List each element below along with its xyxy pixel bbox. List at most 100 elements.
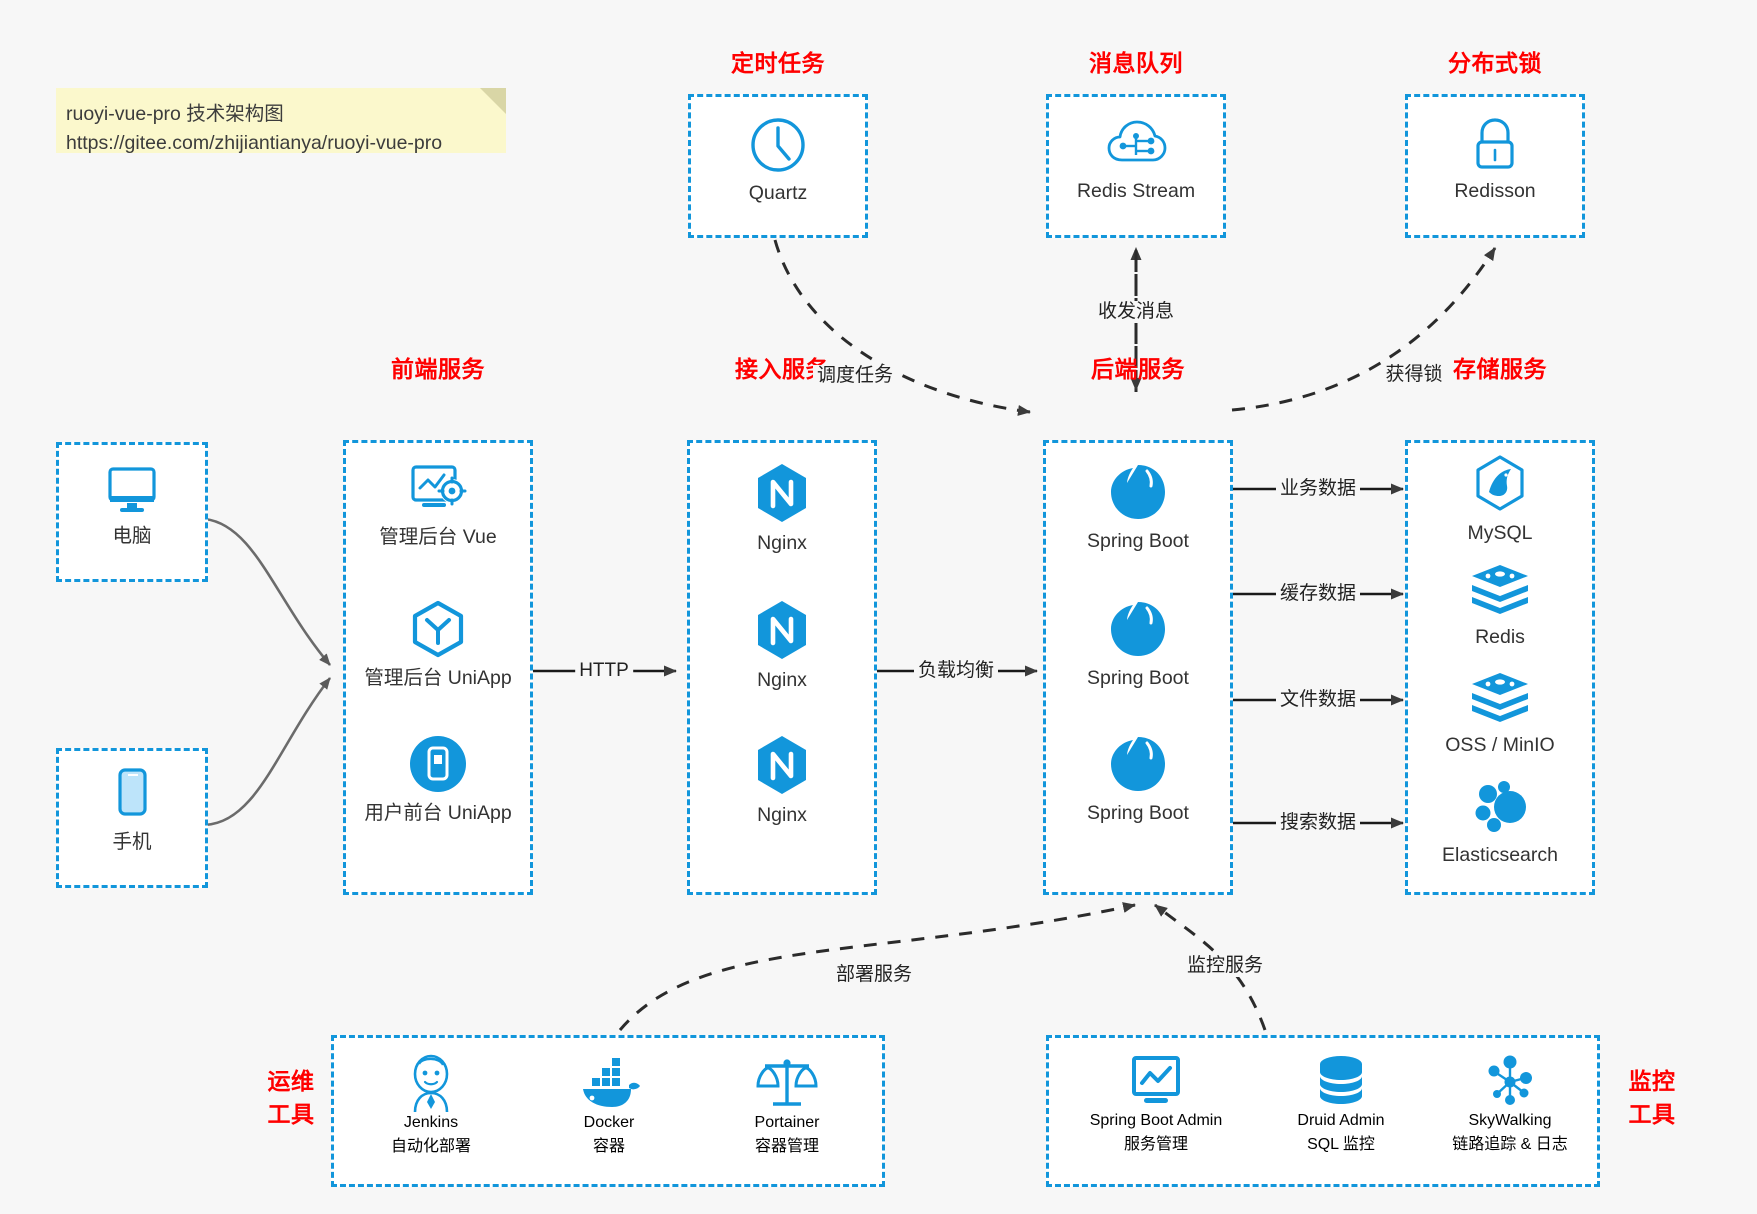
node-sublabel: 链路追踪 & 日志 (1452, 1136, 1568, 1153)
database-cylinder-icon (1320, 1056, 1362, 1104)
note-title: ruoyi-vue-pro 技术架构图 (66, 103, 284, 125)
node-nginx-3[interactable]: Nginx (690, 733, 874, 828)
node-label: 管理后台 UniApp (364, 667, 512, 689)
portainer-scales-icon (756, 1059, 818, 1106)
node-jenkins[interactable]: Jenkins 自动化部署 (356, 1052, 506, 1156)
clock-icon (751, 118, 805, 172)
note-card: ruoyi-vue-pro 技术架构图 https://gitee.com/zh… (56, 88, 506, 154)
node-nginx-1[interactable]: Nginx (690, 461, 874, 556)
group-title-gateway: 接入服务 (735, 356, 829, 382)
node-admin-uniapp[interactable]: 管理后台 UniApp (346, 598, 530, 691)
node-user-uniapp[interactable]: 用户前台 UniApp (346, 733, 530, 826)
node-label: Spring Boot (1087, 667, 1189, 689)
node-sublabel: 自动化部署 (390, 1138, 471, 1155)
node-label: 管理后台 Vue (379, 526, 497, 548)
nginx-icon (758, 464, 806, 522)
monitor-title-line2: 工具 (1628, 1101, 1676, 1127)
node-springboot-3[interactable]: Spring Boot (1046, 733, 1230, 826)
edge-label-http: HTTP (575, 660, 633, 682)
node-label: Docker (583, 1114, 635, 1131)
node-label: Redis Stream (1076, 180, 1196, 202)
elasticsearch-cluster-icon (1475, 781, 1526, 832)
node-label: 电脑 (112, 525, 152, 547)
desktop-monitor-icon (108, 467, 156, 512)
skywalking-nodes-icon (1488, 1055, 1532, 1105)
group-title-devops: 运维 工具 (255, 1065, 327, 1131)
node-elasticsearch[interactable]: Elasticsearch (1408, 779, 1592, 868)
jenkins-butler-icon (413, 1054, 449, 1113)
spring-boot-icon (1111, 465, 1165, 519)
monitor-chart-icon (1132, 1056, 1180, 1103)
group-title-frontend: 前端服务 (391, 356, 485, 382)
edge-label-deploy-service: 部署服务 (831, 964, 917, 986)
nginx-icon (758, 601, 806, 659)
node-label: MySQL (1467, 522, 1533, 544)
edge-label-file-data: 文件数据 (1275, 689, 1361, 711)
node-label: OSS / MinIO (1445, 734, 1555, 756)
padlock-icon (1476, 118, 1514, 169)
redis-stack-icon (1472, 565, 1528, 614)
node-nginx-2[interactable]: Nginx (690, 598, 874, 693)
group-box-storage: MySQL Redis OSS / MinIO (1405, 440, 1595, 895)
node-docker[interactable]: Docker 容器 (534, 1052, 684, 1156)
group-box-devops: Jenkins 自动化部署 Docker 容器 (331, 1035, 885, 1187)
group-title-scheduler: 定时任务 (731, 50, 825, 76)
node-quartz[interactable]: Quartz (691, 115, 865, 206)
docker-whale-icon (583, 1058, 640, 1107)
node-redis[interactable]: Redis (1408, 561, 1592, 650)
node-admin-vue[interactable]: 管理后台 Vue (346, 461, 530, 550)
node-label: Elasticsearch (1442, 844, 1558, 866)
group-box-gateway: Nginx Nginx Nginx (687, 440, 877, 895)
group-box-frontend: 管理后台 Vue 管理后台 UniApp 用户前台 UniApp (343, 440, 533, 895)
group-title-mq: 消息队列 (1089, 50, 1183, 76)
edge-label-monitor-service: 监控服务 (1182, 955, 1268, 977)
edge-label-send-receive-message: 收发消息 (1093, 301, 1179, 323)
note-fold-corner (480, 88, 506, 114)
node-label: Spring Boot (1087, 530, 1189, 552)
minio-stack-icon (1472, 673, 1528, 722)
note-url: https://gitee.com/zhijiantianya/ruoyi-vu… (66, 132, 443, 154)
node-redisson[interactable]: Redisson (1408, 115, 1582, 204)
nginx-icon (758, 736, 806, 794)
node-springboot-2[interactable]: Spring Boot (1046, 598, 1230, 691)
group-box-monitor: Spring Boot Admin 服务管理 Druid Admin SQL 监… (1046, 1035, 1600, 1187)
edge-label-acquire-lock: 获得锁 (1381, 364, 1447, 386)
edge-label-cache-data: 缓存数据 (1275, 583, 1361, 605)
group-box-scheduler: Quartz (688, 94, 868, 238)
node-springboot-1[interactable]: Spring Boot (1046, 461, 1230, 554)
group-box-backend: Spring Boot Spring Boot Spring Boot (1043, 440, 1233, 895)
node-label: Druid Admin (1297, 1112, 1385, 1129)
node-label: 用户前台 UniApp (364, 802, 512, 824)
node-redis-stream[interactable]: Redis Stream (1049, 115, 1223, 204)
spring-boot-icon (1111, 737, 1165, 791)
edge-label-schedule-task: 调度任务 (812, 365, 898, 387)
group-box-mq: Redis Stream (1046, 94, 1226, 238)
group-title-lock: 分布式锁 (1448, 50, 1542, 76)
mobile-app-icon (410, 736, 466, 792)
group-title-backend: 后端服务 (1091, 356, 1185, 382)
spring-boot-icon (1111, 602, 1165, 656)
node-sublabel: SQL 监控 (1307, 1136, 1375, 1153)
node-sublabel: 容器 (592, 1138, 625, 1155)
node-skywalking[interactable]: SkyWalking 链路追踪 & 日志 (1424, 1052, 1596, 1154)
node-spring-boot-admin[interactable]: Spring Boot Admin 服务管理 (1061, 1052, 1251, 1154)
node-label: Spring Boot Admin (1089, 1112, 1223, 1129)
group-title-monitor: 监控 工具 (1616, 1065, 1688, 1131)
node-label: SkyWalking (1468, 1112, 1552, 1129)
dashboard-gear-icon (411, 465, 467, 507)
edge-label-business-data: 业务数据 (1275, 478, 1361, 500)
node-portainer[interactable]: Portainer 容器管理 (712, 1052, 862, 1156)
node-client-computer[interactable]: 电脑 (56, 442, 208, 582)
mobile-phone-icon (118, 768, 147, 816)
node-druid-admin[interactable]: Druid Admin SQL 监控 (1261, 1052, 1421, 1154)
monitor-title-line1: 监控 (1628, 1068, 1676, 1094)
node-oss-minio[interactable]: OSS / MinIO (1408, 669, 1592, 758)
edge-label-load-balance: 负载均衡 (913, 660, 999, 682)
node-label: Nginx (757, 804, 807, 826)
node-mysql[interactable]: MySQL (1408, 453, 1592, 546)
node-label: Redis (1475, 626, 1525, 648)
node-client-phone[interactable]: 手机 (56, 748, 208, 888)
node-label: Spring Boot (1087, 802, 1189, 824)
uniapp-cube-icon (412, 600, 464, 658)
